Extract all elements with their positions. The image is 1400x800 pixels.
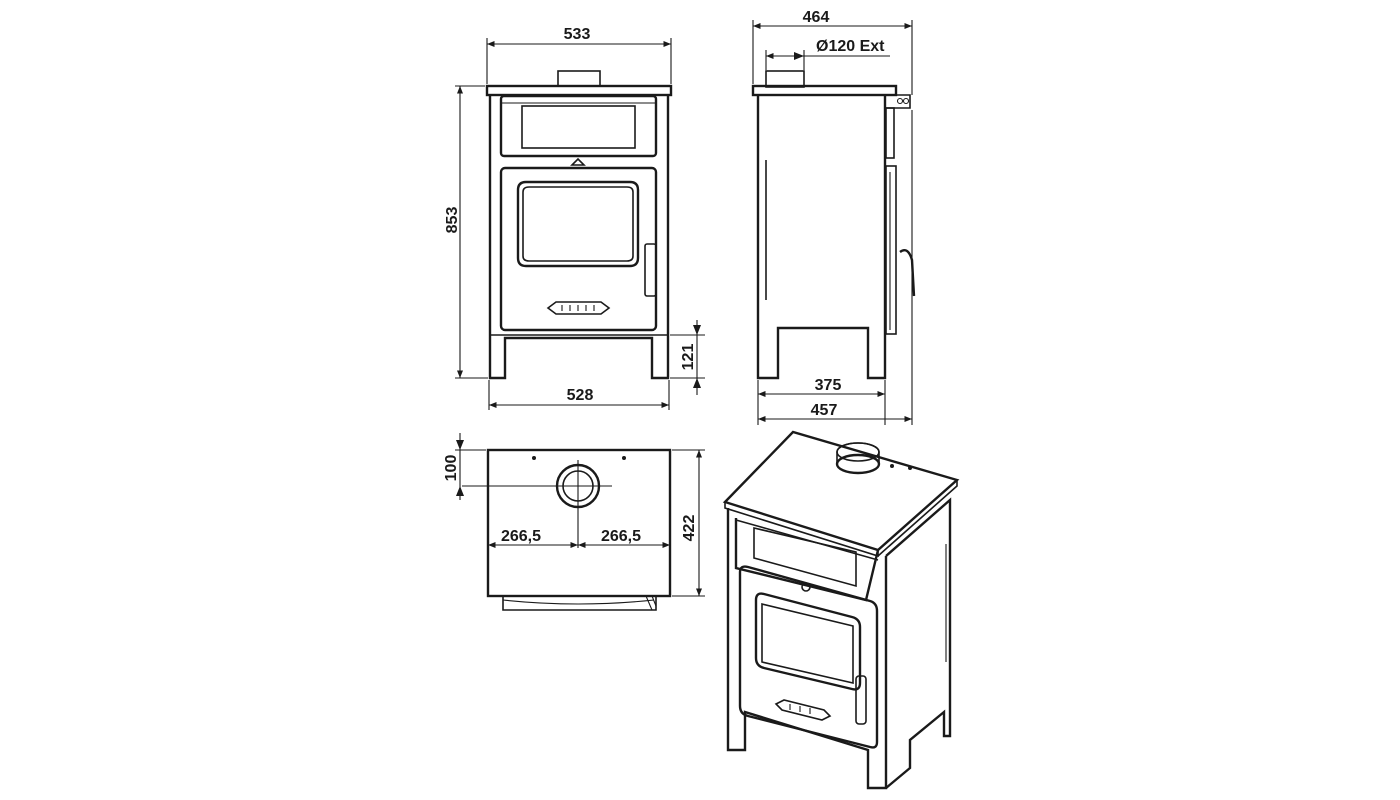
dim-front-width-top: 533: [564, 26, 591, 43]
dim-side-depth-bottom: 457: [811, 402, 838, 419]
top-view: [462, 448, 672, 611]
side-fire-door: [885, 165, 897, 335]
air-control: [546, 301, 611, 315]
dim-top-flue-left: 266,5: [501, 528, 541, 545]
dim-top-flue-right: 266,5: [601, 528, 641, 545]
dim-top-flue-offset: 100: [443, 455, 460, 482]
side-top-plate: [751, 84, 898, 97]
dim-side-depth-top: 464: [803, 9, 830, 26]
dim-top-depth: 422: [681, 515, 698, 542]
side-flue-collar: [765, 70, 805, 88]
dimension-lines: 533 853 121 528 464 Ø120 Ext 375: [443, 9, 913, 597]
iso-oven-door: [734, 518, 880, 602]
dim-leg-height: 121: [680, 344, 697, 371]
isometric-view: [722, 430, 960, 790]
front-body-outline: [488, 95, 670, 380]
front-flue-collar: [557, 70, 601, 87]
side-oven-door: [885, 107, 895, 159]
fire-door-glass: [516, 180, 640, 268]
dim-front-height: 853: [444, 207, 461, 234]
iso-top-plate: [722, 430, 960, 552]
side-view: [751, 70, 916, 380]
iso-side-face: [885, 497, 952, 789]
side-body-outline: [756, 95, 887, 380]
top-door-projection: [502, 596, 657, 611]
door-handle: [644, 243, 657, 297]
top-outline: [486, 448, 672, 598]
dim-side-leg-span: 375: [815, 377, 842, 394]
iso-fire-door: [738, 565, 879, 749]
front-top-plate: [485, 84, 673, 97]
oven-door: [499, 94, 658, 158]
iso-air-control: [774, 699, 832, 721]
oven-window: [521, 105, 636, 149]
dim-front-width-bottom: 528: [567, 387, 594, 404]
iso-fire-door-glass: [754, 592, 862, 691]
oven-knob-icon: [570, 157, 586, 166]
front-view: [485, 70, 673, 380]
dim-flue-diameter: Ø120 Ext: [816, 38, 885, 55]
side-bracket: [885, 94, 911, 109]
iso-door-handle: [855, 675, 867, 725]
